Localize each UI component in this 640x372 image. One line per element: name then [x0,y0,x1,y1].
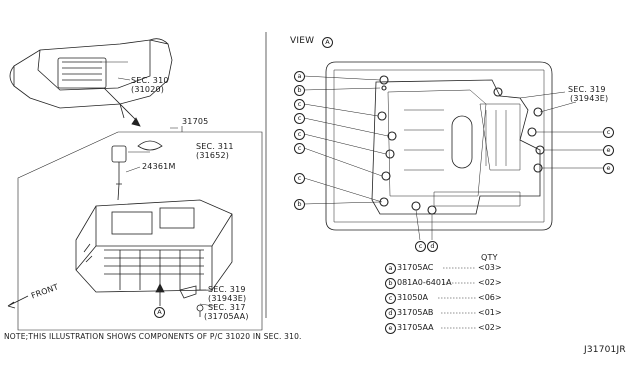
sec311-label[interactable]: SEC. 311 [196,142,234,151]
sec319-left-label[interactable]: SEC. 319 [208,285,246,294]
legend-qty: <01> [478,308,502,317]
callout-c: c [415,241,426,252]
oil-pan-outline-drawing [325,61,553,231]
callout-c: c [294,129,305,140]
callout-c: c [294,113,305,124]
legend-qty: <02> [478,278,502,287]
view-title: VIEW [290,37,314,46]
callout-e: e [603,163,614,174]
transmission-drawing [9,38,173,127]
view-a-marker-bottom: A [154,307,165,318]
legend-qty: <03> [478,263,502,272]
sec310-ref-label: (31020) [131,85,165,94]
qty-header: QTY [481,253,498,262]
callout-b: b [294,199,305,210]
sec319-right-label[interactable]: SEC. 319 [568,85,606,94]
diagram-code: J31701JR [584,345,626,355]
legend-part[interactable]: 31705AC [397,263,434,272]
legend-key: e [385,323,396,334]
callout-c: c [294,173,305,184]
legend-key: c [385,293,396,304]
sec319-right-ref-label: (31943E) [570,94,609,103]
view-title-text: VIEW [290,36,315,46]
legend-part[interactable]: 31705AB [397,308,434,317]
callout-a: a [294,71,305,82]
callout-b: b [294,85,305,96]
sec317-ref-label: (31705AA) [204,312,249,321]
callout-c: c [294,143,305,154]
footnote: NOTE;THIS ILLUSTRATION SHOWS COMPONENTS … [4,332,302,341]
legend-key: b [385,278,396,289]
view-marker: A [322,37,333,48]
callout-c: c [294,99,305,110]
legend-key: a [385,263,396,274]
legend-qty: <02> [478,323,502,332]
bolt-markers [377,75,545,215]
legend-key: d [385,308,396,319]
part-31705-label[interactable]: 31705 [182,117,209,126]
legend-part[interactable]: 081A0-6401A [397,278,452,287]
callout-e: e [603,145,614,156]
legend-qty: <06> [478,293,502,302]
sec311-ref-label: (31652) [196,151,230,160]
sec317-label[interactable]: SEC. 317 [208,303,246,312]
callout-c: c [603,127,614,138]
sec319-left-ref-label: (31943E) [208,294,247,303]
valve-body-drawing [75,140,233,293]
legend-part[interactable]: 31705AA [397,323,434,332]
legend-part[interactable]: 31050A [397,293,428,302]
callout-d: d [427,241,438,252]
part-24361m-label[interactable]: 24361M [142,162,176,171]
sec310-label[interactable]: SEC. 310 [131,76,169,85]
